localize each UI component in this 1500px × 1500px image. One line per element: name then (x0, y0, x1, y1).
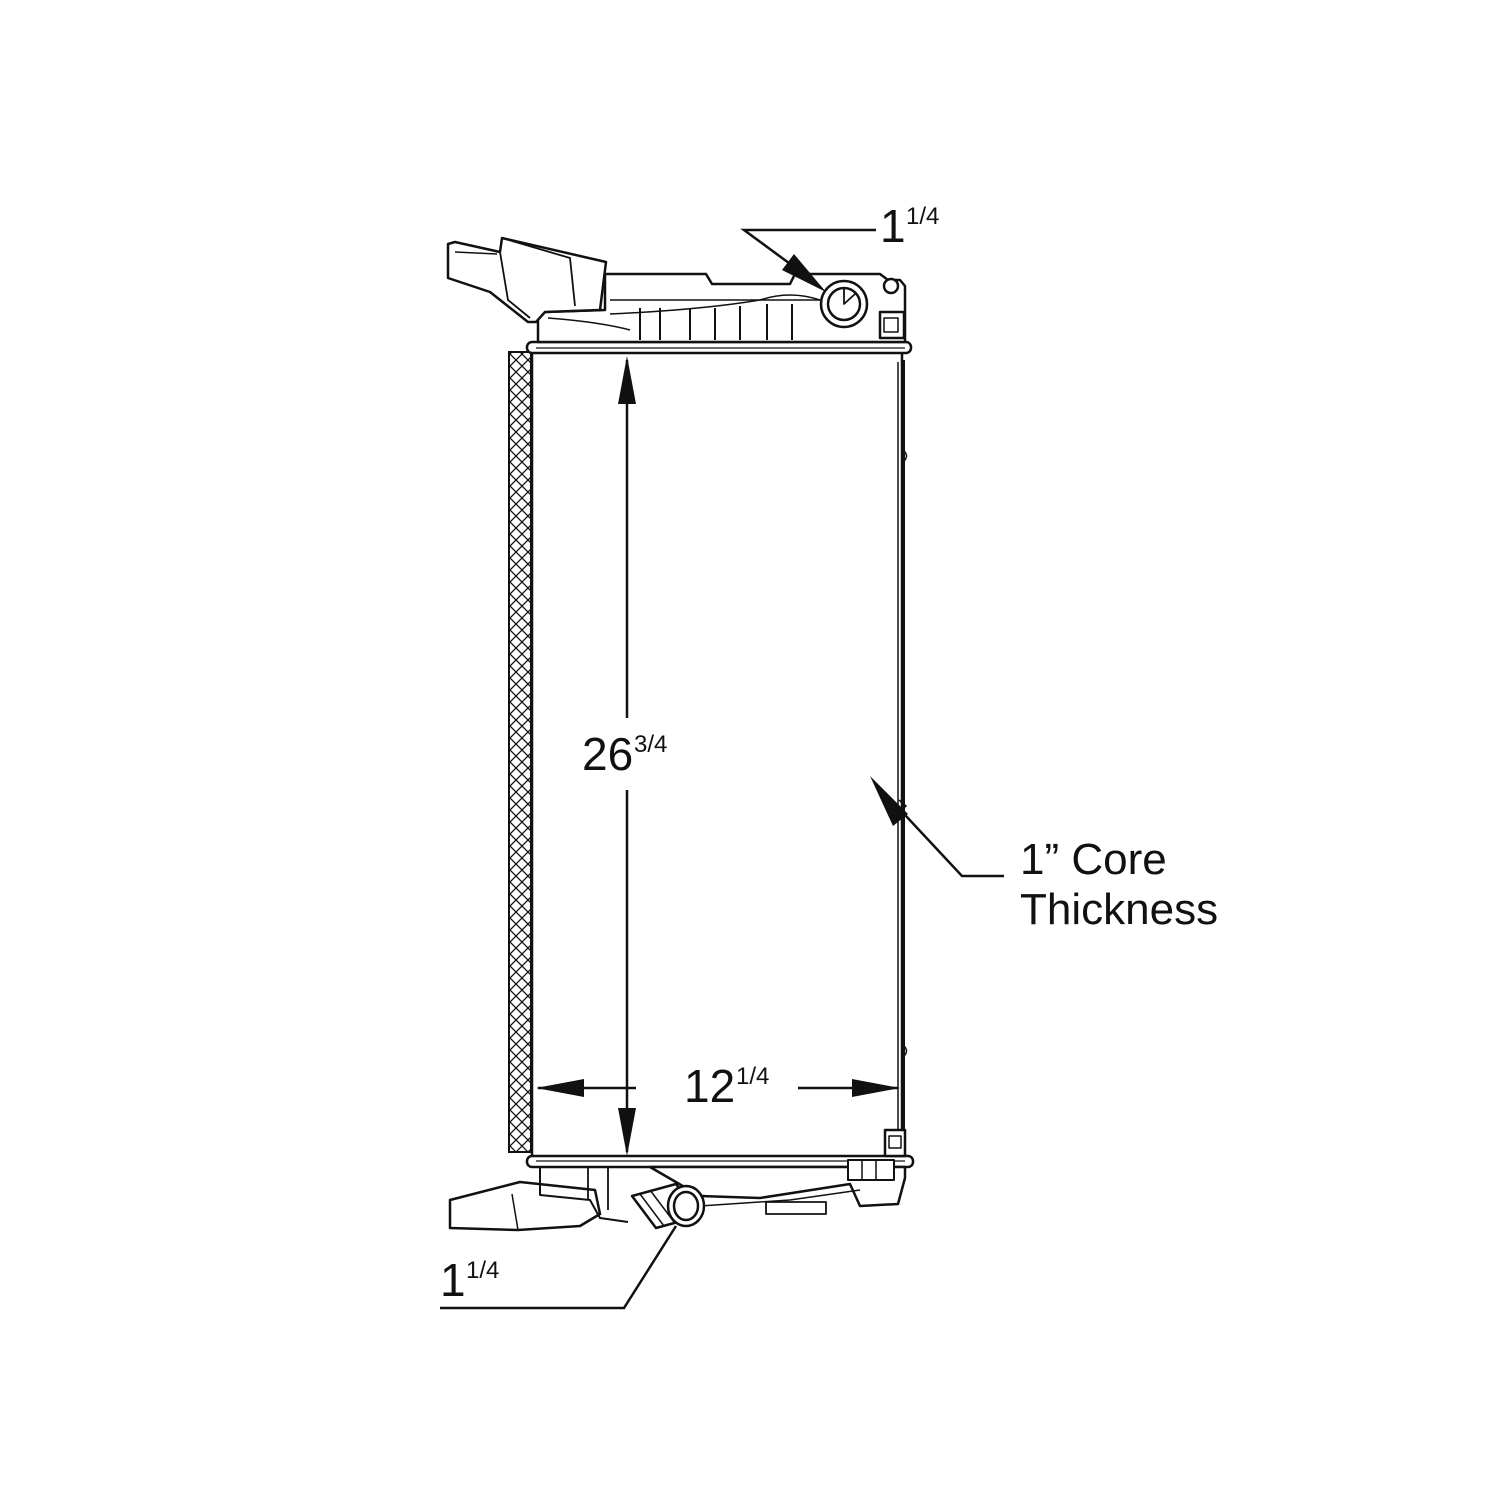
inlet-size-value: 1 (880, 200, 906, 252)
height-arrow-top (618, 356, 636, 404)
width-dimension: 12 1/4 (536, 1060, 900, 1112)
core-thickness-line1: 1” Core (1020, 835, 1167, 884)
height-arrow-bottom (618, 1108, 636, 1156)
width-dimension-value: 12 (684, 1060, 735, 1112)
core-leader-arrow (870, 776, 908, 826)
outlet-size-callout: 1 1/4 (440, 1225, 678, 1310)
height-dimension: 26 3/4 (582, 356, 667, 1156)
height-dimension-fraction: 3/4 (634, 731, 667, 758)
width-dimension-fraction: 1/4 (736, 1063, 769, 1090)
core-thickness-line2: Thickness (1020, 885, 1218, 934)
inlet-size-fraction: 1/4 (906, 203, 939, 230)
core-thickness-callout: 1” Core Thickness (870, 776, 1218, 934)
side-mesh-strip (508, 351, 532, 1153)
height-dimension-value: 26 (582, 728, 633, 780)
bottom-tank (448, 1128, 915, 1232)
radiator-core (530, 350, 908, 1162)
outlet-size-value: 1 (440, 1254, 466, 1306)
outlet-size-fraction: 1/4 (466, 1257, 499, 1284)
width-arrow-right (852, 1079, 900, 1097)
inlet-leader-arrow (782, 254, 826, 292)
top-tank (446, 236, 913, 355)
width-arrow-left (536, 1079, 584, 1097)
inlet-size-callout: 1 1/4 (740, 200, 939, 292)
